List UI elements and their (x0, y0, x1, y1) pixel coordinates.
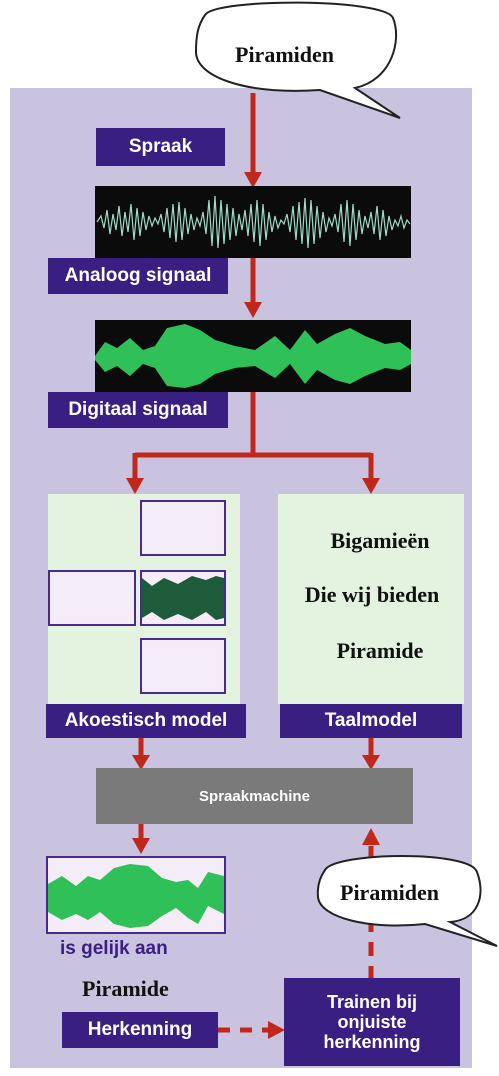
top-bubble-text: Piramiden (235, 42, 334, 67)
acoustic-model-slot-top (140, 500, 226, 556)
bottom-speech-bubble (316, 855, 498, 947)
arrowhead-training (268, 1021, 285, 1039)
arrowhead-left-branch (126, 478, 144, 494)
training-line-1: Trainen bij (326, 992, 418, 1012)
top-speech-bubble (194, 1, 401, 119)
acoustic-waveform-svg (142, 576, 224, 620)
language-model-label: Taalmodel (280, 704, 462, 738)
analog-signal-label: Analoog signaal (48, 258, 228, 294)
acoustic-model-slot-waveform (140, 570, 226, 626)
training-line-3: herkenning (323, 1032, 421, 1052)
speech-engine-box: Spraakmachine (96, 768, 413, 824)
training-box: Trainen bij onjuiste herkenning (284, 978, 460, 1066)
arrowhead-language (362, 755, 380, 770)
digital-waveform-shape (95, 324, 411, 388)
result-waveform-shape (48, 864, 224, 928)
language-model-panel (278, 494, 464, 704)
digital-signal-waveform (95, 320, 411, 392)
acoustic-model-slot-bottom (140, 638, 226, 694)
arrowhead-1 (244, 172, 262, 188)
recognized-word: Piramide (82, 976, 169, 1001)
analog-waveform-lines (96, 195, 411, 249)
acoustic-waveform-shape (142, 576, 224, 620)
arrowhead-acoustic (132, 755, 150, 770)
bottom-bubble-text: Piramiden (340, 880, 439, 905)
analog-signal-waveform (95, 186, 411, 258)
language-word-3: Piramide (336, 638, 424, 663)
recognition-label: Herkenning (62, 1012, 218, 1048)
result-waveform-box (46, 856, 226, 934)
digital-waveform-svg (95, 324, 411, 388)
equals-caption: is gelijk aan (60, 938, 168, 959)
arrowhead-machine-up (362, 828, 380, 845)
acoustic-model-slot-left (48, 570, 136, 626)
arrowhead-result (132, 838, 150, 854)
training-line-2: onjuiste (337, 1012, 407, 1032)
analog-waveform-svg (96, 195, 411, 249)
acoustic-model-label: Akoestisch model (46, 704, 246, 738)
language-word-2: Die wij bieden (304, 582, 440, 607)
arrowhead-right-branch (362, 478, 380, 494)
language-word-1: Bigamieën (330, 528, 430, 553)
flow-arrows (126, 93, 380, 1039)
digital-signal-label: Digitaal signaal (48, 392, 228, 428)
arrowhead-2 (244, 302, 262, 318)
result-waveform-svg (48, 864, 224, 928)
speech-label: Spraak (96, 128, 225, 166)
